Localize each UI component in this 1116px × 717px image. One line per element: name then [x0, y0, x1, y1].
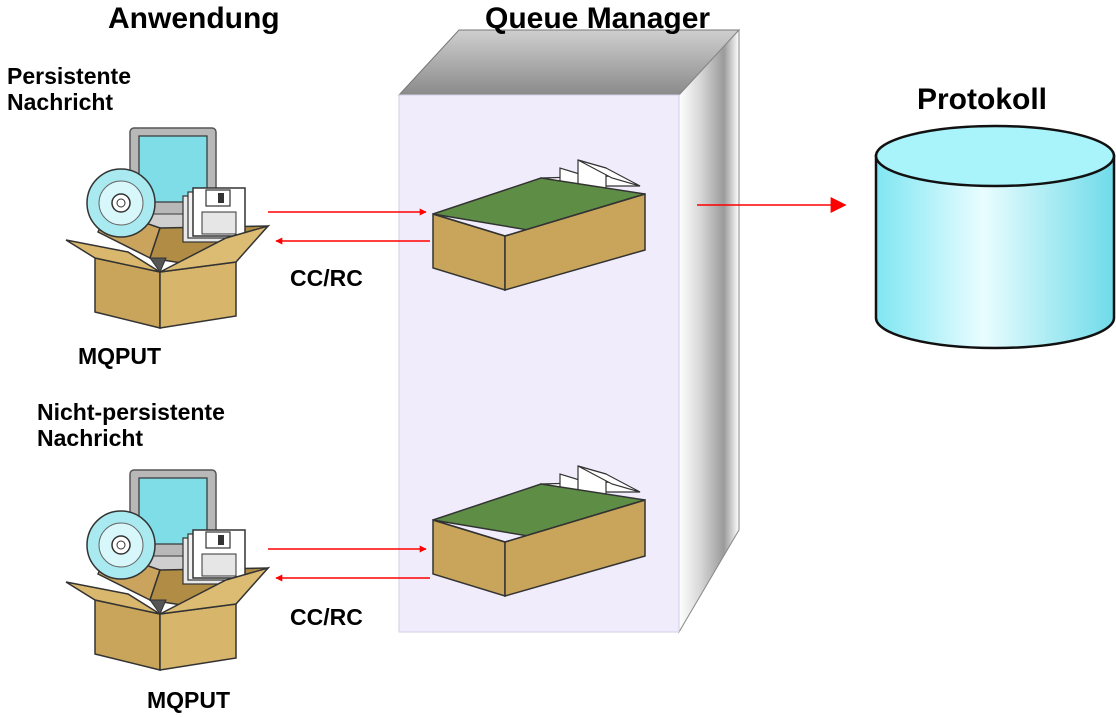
- top-app-title-line2: Nachricht: [7, 88, 114, 115]
- database-cylinder-icon: [874, 124, 1116, 350]
- bottom-app-title-line2: Nachricht: [37, 424, 144, 451]
- bottom-app-title: Nicht-persistente Nachricht: [37, 399, 225, 452]
- bottom-reply-label: CC/RC: [290, 604, 363, 630]
- top-call-label: MQPUT: [78, 343, 162, 369]
- top-app-title-line1: Persistente: [7, 63, 132, 89]
- header-queue-manager: Queue Manager: [485, 2, 711, 35]
- software-package-icon: [65, 469, 269, 671]
- top-reply-label: CC/RC: [290, 265, 363, 291]
- bottom-app-title-line1: Nicht-persistente: [37, 399, 225, 425]
- software-package-icon: [65, 127, 269, 329]
- bottom-call-label: MQPUT: [147, 687, 231, 713]
- header-log: Protokoll: [917, 83, 1048, 116]
- header-application: Anwendung: [108, 2, 280, 35]
- top-app-title: Persistente Nachricht: [7, 63, 132, 116]
